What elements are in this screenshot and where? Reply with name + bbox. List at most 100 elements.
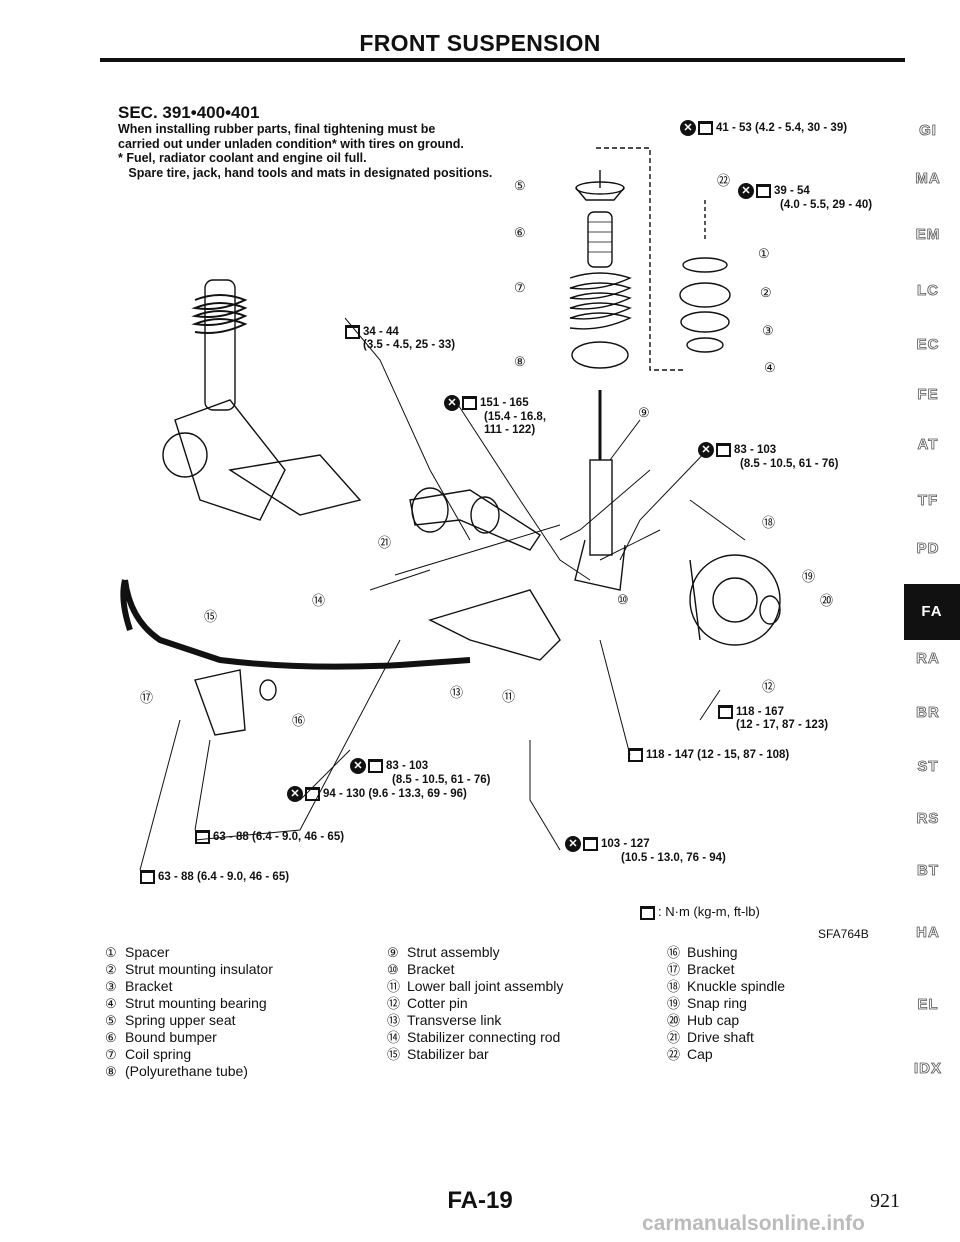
torque-wrench-icon [718,705,733,719]
torque-wrench-icon [462,396,477,410]
replace-icon: ✕ [680,120,696,136]
torque-wrench-icon [140,870,155,884]
torque-spec-4: ✕151 - 165 (15.4 - 16.8, 111 - 122) [444,395,546,437]
callout-6: ⑥ [514,225,526,240]
title-rule [100,58,905,62]
callout-11: ⑪ [502,689,516,704]
callout-16: ⑯ [292,713,306,728]
callout-12: ⑫ [762,679,776,694]
callout-5: ⑤ [514,178,526,193]
units-note: : N·m (kg-m, ft-lb) [640,905,760,920]
side-tab-tf[interactable]: TF [917,492,939,510]
callout-17: ⑰ [140,690,154,705]
replace-icon: ✕ [350,758,366,774]
torque-spec-12: ✕103 - 127 (10.5 - 13.0, 76 - 94) [565,836,726,865]
side-tab-br[interactable]: BR [916,704,940,722]
side-tab-st[interactable]: ST [917,758,939,776]
callout-10: ⑩ [617,592,629,607]
callout-21: ㉑ [378,535,392,550]
note-line: Spare tire, jack, hand tools and mats in… [118,165,493,180]
callout-18: ⑱ [762,515,776,530]
spring-seat-cup [575,187,625,201]
strut-mounting-bearing-shape [686,337,724,353]
replace-icon: ✕ [698,442,714,458]
side-tab-bt[interactable]: BT [917,862,939,880]
torque-wrench-icon [345,325,360,339]
torque-wrench-icon [583,837,598,851]
side-tab-gi[interactable]: GI [919,122,937,140]
transverse-link-shape [428,589,561,661]
torque-spec-9: ✕94 - 130 (9.6 - 13.3, 69 - 96) [287,786,467,802]
side-tab-ec[interactable]: EC [916,336,940,354]
legend-item: ⑧(Polyurethane tube) [105,1063,248,1079]
torque-spec-11: 63 - 88 (6.4 - 9.0, 46 - 65) [140,870,289,884]
callout-7: ⑦ [514,280,526,295]
polyurethane-tube-shape [571,341,629,369]
side-tab-fe[interactable]: FE [917,386,939,404]
strut-mounting-insulator-shape [679,282,731,308]
callout-14: ⑭ [312,593,326,608]
note-line: When installing rubber parts, final tigh… [118,122,436,136]
torque-spec-6: 118 - 167 (12 - 17, 87 - 123) [718,705,828,732]
side-tab-idx[interactable]: IDX [913,1060,942,1078]
lower-arm-left [228,454,362,516]
side-tab-at[interactable]: AT [917,436,939,454]
side-tab-ma[interactable]: MA [915,170,941,188]
bound-bumper-shape [587,211,613,268]
side-tab-rs[interactable]: RS [916,810,940,828]
figure-code: SFA764B [818,927,869,941]
section-code: SEC. 391•400•401 [118,103,260,122]
side-tab-lc[interactable]: LC [917,282,939,300]
side-tab-el[interactable]: EL [917,996,939,1014]
callout-3: ③ [762,323,774,338]
callout-15: ⑮ [204,609,218,624]
side-tab-fa[interactable]: FA [904,584,960,640]
bracket-17-shape [194,669,246,736]
torque-spec-7: 118 - 147 (12 - 15, 87 - 108) [628,748,789,762]
callout-8: ⑧ [514,354,526,369]
hub-disc [689,554,781,646]
callout-9: ⑨ [638,405,650,420]
side-tab-pd[interactable]: PD [916,540,940,558]
replace-icon: ✕ [287,786,303,802]
page-code: FA-19 [447,1187,513,1214]
bracket-3-shape [680,311,730,333]
torque-spec-2: ✕39 - 54 (4.0 - 5.5, 29 - 40) [738,183,872,212]
callout-2: ② [760,285,772,300]
page-number: 921 [870,1190,900,1212]
torque-spec-5: ✕83 - 103 (8.5 - 10.5, 61 - 76) [698,442,838,471]
side-tab-ra[interactable]: RA [916,650,940,668]
knuckle-left [174,399,286,521]
torque-spec-10: 63 - 88 (6.4 - 9.0, 46 - 65) [195,830,344,844]
torque-spec-8: ✕83 - 103 (8.5 - 10.5, 61 - 76) [350,758,490,787]
torque-wrench-icon [756,184,771,198]
torque-wrench-icon [640,905,655,920]
side-tab-em[interactable]: EM [915,226,941,244]
side-tab-ha[interactable]: HA [916,924,940,942]
callout-4: ④ [764,360,776,375]
note-line: carried out under unladen condition* wit… [118,136,464,151]
strut-body [589,459,613,556]
replace-icon: ✕ [738,183,754,199]
callout-13: ⑬ [450,685,464,700]
strut-bracket [574,539,626,591]
installation-note: When installing rubber parts, final tigh… [118,122,492,180]
